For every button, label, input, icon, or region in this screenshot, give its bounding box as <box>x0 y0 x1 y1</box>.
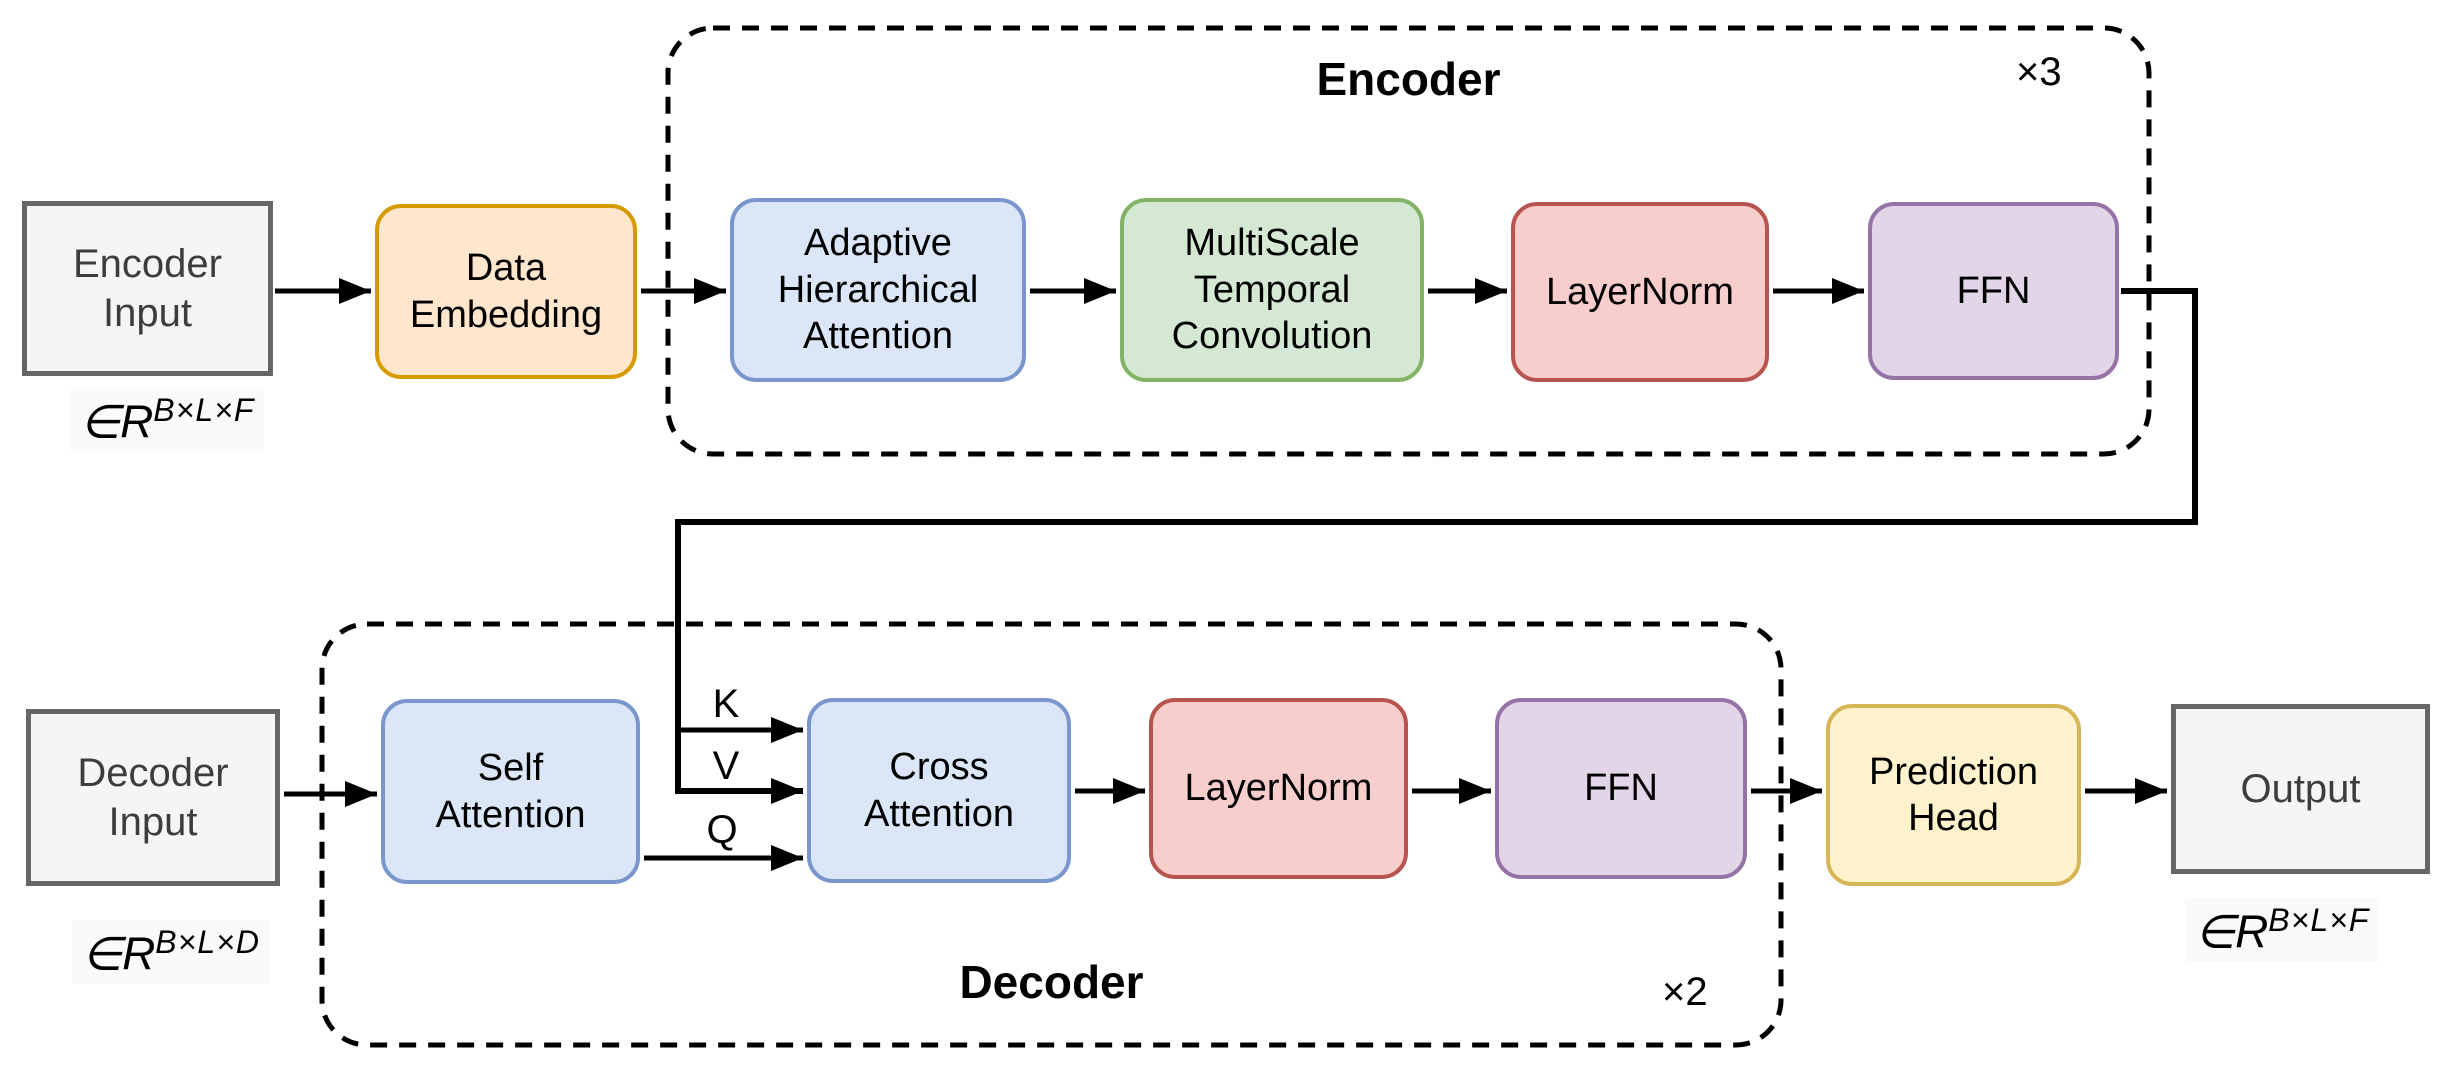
decoder-container-border <box>319 621 1784 1048</box>
node-prediction-head: Prediction Head <box>1826 704 2081 886</box>
node-data-embedding: Data Embedding <box>375 204 637 379</box>
math-base: ∈R <box>80 395 154 448</box>
decoder-container-title: Decoder <box>959 956 1144 1008</box>
encoder-container-border <box>665 25 2152 457</box>
node-self-attention: Self Attention <box>381 699 640 884</box>
edge-label-k: K <box>712 682 740 726</box>
encoder-input-shape-annotation: ∈RB×L×F <box>70 388 265 453</box>
math-base: ∈R <box>2195 905 2269 958</box>
edge-label-v: V <box>712 744 740 788</box>
node-decoder-layernorm: LayerNorm <box>1149 698 1408 879</box>
node-decoder-input: Decoder Input <box>26 709 280 886</box>
encoder-container-title: Encoder <box>1316 53 1501 105</box>
node-encoder-ffn: FFN <box>1868 202 2119 380</box>
node-cross-attention: Cross Attention <box>807 698 1071 883</box>
node-decoder-ffn: FFN <box>1495 698 1747 879</box>
math-superscript: B×L×D <box>155 924 260 960</box>
encoder-repeat-badge: ×3 <box>2016 50 2062 94</box>
node-output: Output <box>2171 704 2430 874</box>
decoder-repeat-badge: ×2 <box>1662 970 1708 1014</box>
node-adaptive-hierarchical-attention: Adaptive Hierarchical Attention <box>730 198 1026 382</box>
edge-encoder-ffn-to-cross-attention-v <box>675 288 2198 804</box>
node-encoder-input: Encoder Input <box>22 201 273 376</box>
math-superscript: B×L×F <box>153 392 255 428</box>
math-base: ∈R <box>82 927 156 980</box>
output-shape-annotation: ∈RB×L×F <box>2185 898 2380 963</box>
node-multiscale-temporal-convolution: MultiScale Temporal Convolution <box>1120 198 1424 382</box>
math-superscript: B×L×F <box>2268 902 2370 938</box>
node-encoder-layernorm: LayerNorm <box>1511 202 1769 382</box>
decoder-input-shape-annotation: ∈RB×L×D <box>72 920 270 985</box>
edge-label-q: Q <box>706 808 738 852</box>
